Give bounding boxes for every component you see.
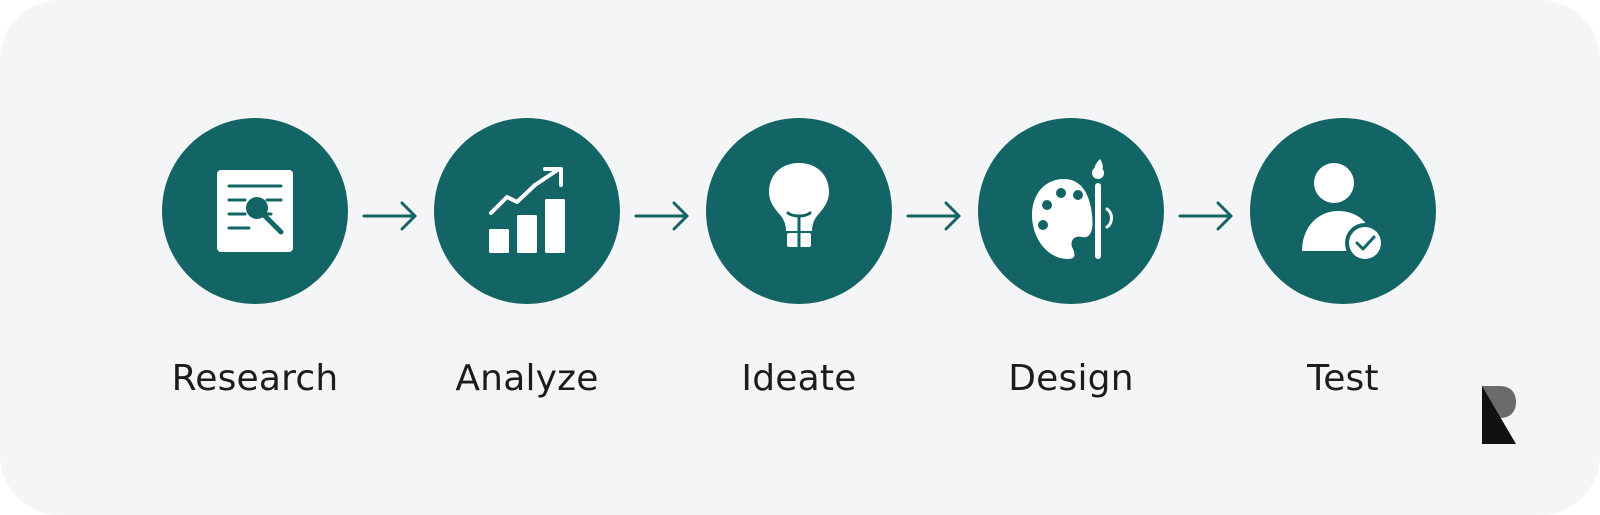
step-research: Research [162,118,348,399]
step-label: Research [171,358,339,399]
arrow-right-icon [634,201,689,231]
step-circle [706,118,892,304]
step-circle [434,118,620,304]
palette-brush-icon [1032,159,1113,259]
arrow-right-icon [906,201,961,231]
lightbulb-icon [769,163,829,247]
step-circle [1250,118,1436,304]
step-label: Design [1008,358,1134,399]
step-circle [162,118,348,304]
arrow-right-icon [362,201,417,231]
step-test: Test [1250,118,1436,399]
step-design: Design [978,118,1164,399]
user-check-icon [1302,163,1385,261]
arrow-right-icon [1178,201,1233,231]
step-label: Test [1307,358,1379,399]
growth-chart-icon [489,167,565,253]
brand-logo-icon [1482,386,1516,444]
step-analyze: Analyze [434,118,620,399]
document-search-icon [217,170,293,252]
step-label: Analyze [455,358,599,399]
step-ideate: Ideate [706,118,892,399]
step-label: Ideate [741,358,857,399]
step-circle [978,118,1164,304]
